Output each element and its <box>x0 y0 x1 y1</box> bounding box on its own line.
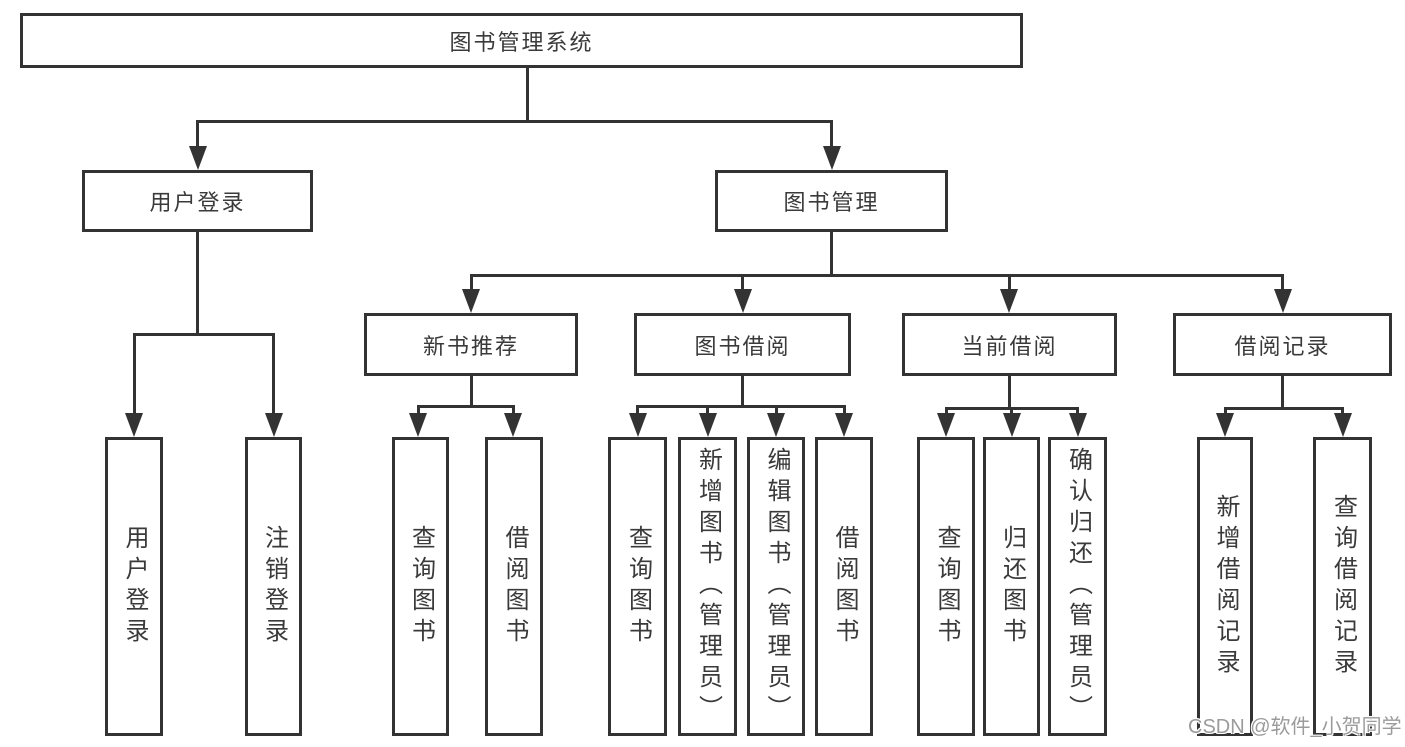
arrowhead-icon <box>409 413 427 437</box>
arrow-stem <box>469 274 473 303</box>
node-borrow-books-recommend: 借阅图书 <box>485 437 543 736</box>
node-query-books-borrow: 查询图书 <box>608 437 667 736</box>
arrowhead-icon <box>1068 413 1087 437</box>
node-book-borrow-label: 图书借阅 <box>694 333 791 359</box>
connector-line <box>636 405 846 408</box>
arrow-stem <box>1007 274 1011 303</box>
node-query-books-recommend-label: 查询图书 <box>407 524 435 649</box>
connector-line <box>830 230 833 277</box>
arrowhead-icon <box>125 413 143 437</box>
node-user-login-action-label: 用户登录 <box>121 524 148 649</box>
node-query-books-current: 查询图书 <box>917 437 975 736</box>
arrowhead-icon <box>264 413 283 437</box>
arrowhead-icon <box>767 413 785 437</box>
arrowhead-icon <box>698 413 717 437</box>
connector-line <box>469 274 1284 277</box>
arrow-stem <box>132 333 136 427</box>
connector-line <box>1223 407 1344 410</box>
node-book-borrow: 图书借阅 <box>634 313 851 376</box>
node-new-book-recommend: 新书推荐 <box>364 313 578 376</box>
arrowhead-icon <box>188 146 207 170</box>
arrowhead-icon <box>937 413 955 437</box>
connector-line <box>416 405 515 408</box>
node-logout-action-label: 注销登录 <box>260 524 288 649</box>
arrowhead-icon <box>1333 413 1352 437</box>
node-query-borrow-record: 查询借阅记录 <box>1313 437 1372 736</box>
node-current-borrow: 当前借阅 <box>902 313 1117 376</box>
node-book-management: 图书管理 <box>715 170 948 232</box>
node-confirm-return-admin-label: 确认归还（管理员） <box>1064 447 1092 726</box>
connector-line <box>525 66 529 122</box>
node-book-management-label: 图书管理 <box>783 190 880 215</box>
connector-line <box>741 374 744 407</box>
arrowhead-icon <box>822 146 841 170</box>
node-logout-action: 注销登录 <box>245 437 302 736</box>
connector-line <box>196 120 833 123</box>
node-add-books-admin-label: 新增图书（管理员） <box>694 447 722 726</box>
node-user-login-group-label: 用户登录 <box>149 190 246 215</box>
arrowhead-icon <box>462 289 480 313</box>
node-current-borrow-label: 当前借阅 <box>961 333 1058 359</box>
node-borrow-books-recommend-label: 借阅图书 <box>501 524 528 649</box>
node-add-books-admin: 新增图书（管理员） <box>678 437 737 736</box>
arrow-stem <box>196 120 199 160</box>
arrowhead-icon <box>1002 413 1021 437</box>
node-new-book-recommend-label: 新书推荐 <box>422 333 519 359</box>
arrowhead-icon <box>628 413 647 437</box>
node-query-borrow-record-label: 查询借阅记录 <box>1329 493 1357 680</box>
connector-line <box>1007 374 1011 410</box>
node-root: 图书管理系统 <box>20 13 1023 68</box>
arrow-stem <box>1281 274 1284 303</box>
node-return-books: 归还图书 <box>983 437 1040 736</box>
connector-line <box>469 374 473 407</box>
node-confirm-return-admin: 确认归还（管理员） <box>1048 437 1107 736</box>
arrowhead-icon <box>835 413 853 437</box>
connector-line <box>132 333 275 336</box>
node-add-borrow-record: 新增借阅记录 <box>1197 437 1253 736</box>
node-query-books-current-label: 查询图书 <box>933 524 960 649</box>
node-query-books-recommend: 查询图书 <box>392 437 449 736</box>
watermark: CSDN @软件_小贺同学 <box>1188 716 1402 738</box>
arrowhead-icon <box>733 289 752 313</box>
node-borrow-records-label: 借阅记录 <box>1234 333 1331 359</box>
node-return-books-label: 归还图书 <box>998 524 1026 649</box>
connector-line <box>196 230 199 336</box>
arrowhead-icon <box>1000 289 1018 313</box>
arrow-stem <box>272 333 275 427</box>
node-user-login-action: 用户登录 <box>105 437 163 736</box>
node-user-login-group: 用户登录 <box>82 170 313 232</box>
node-add-borrow-record-label: 新增借阅记录 <box>1212 493 1239 680</box>
node-edit-books-admin: 编辑图书（管理员） <box>747 437 805 736</box>
node-edit-books-admin-label: 编辑图书（管理员） <box>763 447 790 726</box>
connector-line <box>1281 374 1284 410</box>
node-borrow-records: 借阅记录 <box>1173 313 1392 376</box>
arrow-stem <box>830 120 833 160</box>
node-query-books-borrow-label: 查询图书 <box>624 524 652 649</box>
node-borrow-books-label: 借阅图书 <box>831 524 858 649</box>
arrowhead-icon <box>1216 413 1234 437</box>
arrow-stem <box>741 274 744 303</box>
arrowhead-icon <box>504 413 522 437</box>
node-root-label: 图书管理系统 <box>449 29 594 55</box>
arrowhead-icon <box>1273 289 1292 313</box>
node-borrow-books: 借阅图书 <box>815 437 873 736</box>
